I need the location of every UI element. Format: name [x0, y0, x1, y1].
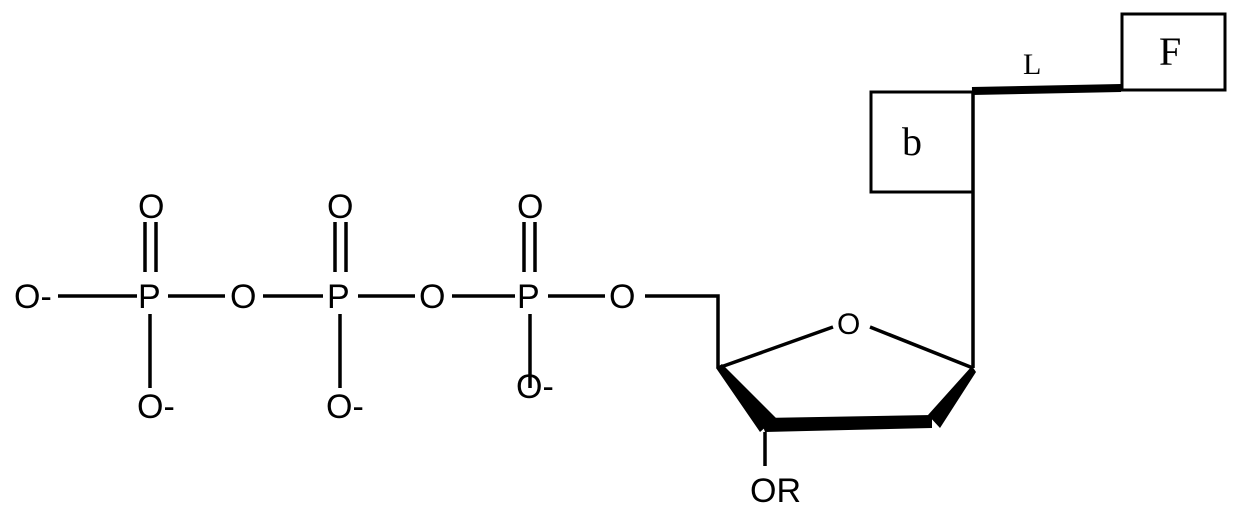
fluor-box	[1120, 12, 1227, 92]
wedge-bonds	[716, 364, 976, 432]
wedge-c4-c3	[716, 364, 776, 432]
or-label: OR	[750, 472, 801, 510]
p1-label: P	[138, 278, 161, 316]
bond-o-ch2	[645, 294, 720, 368]
p1-bottom-o-label: O-	[137, 388, 175, 426]
p2-bottom-o-label: O-	[326, 388, 364, 426]
p1-top-o-label: O	[138, 188, 164, 226]
p2-label: P	[327, 278, 350, 316]
bridge-o3-label: O	[609, 278, 635, 316]
p2-top-o-label: O	[327, 188, 353, 226]
terminal-o-label: O-	[14, 278, 52, 316]
ring-o-label: O	[837, 308, 860, 341]
p3-label: P	[517, 278, 540, 316]
bold-c3-c2	[760, 415, 932, 432]
atom-labels: O- P O O- O P O O- O P O O- O O OR b L F	[14, 29, 1181, 510]
wedge-c2-c1	[928, 366, 976, 428]
p3-top-o-label: O	[517, 188, 543, 226]
p3-bottom-o-label: O-	[516, 368, 554, 406]
bonds	[58, 92, 975, 466]
fluor-label: F	[1159, 29, 1181, 74]
linker-bond	[971, 84, 1122, 95]
bridge-o1-label: O	[230, 278, 256, 316]
base-label: b	[902, 119, 922, 164]
bond-o-c1	[869, 325, 974, 370]
bridge-o2-label: O	[419, 278, 445, 316]
bond-c4-o	[717, 325, 834, 370]
base-box	[869, 90, 975, 194]
linker-label: L	[1023, 48, 1041, 81]
